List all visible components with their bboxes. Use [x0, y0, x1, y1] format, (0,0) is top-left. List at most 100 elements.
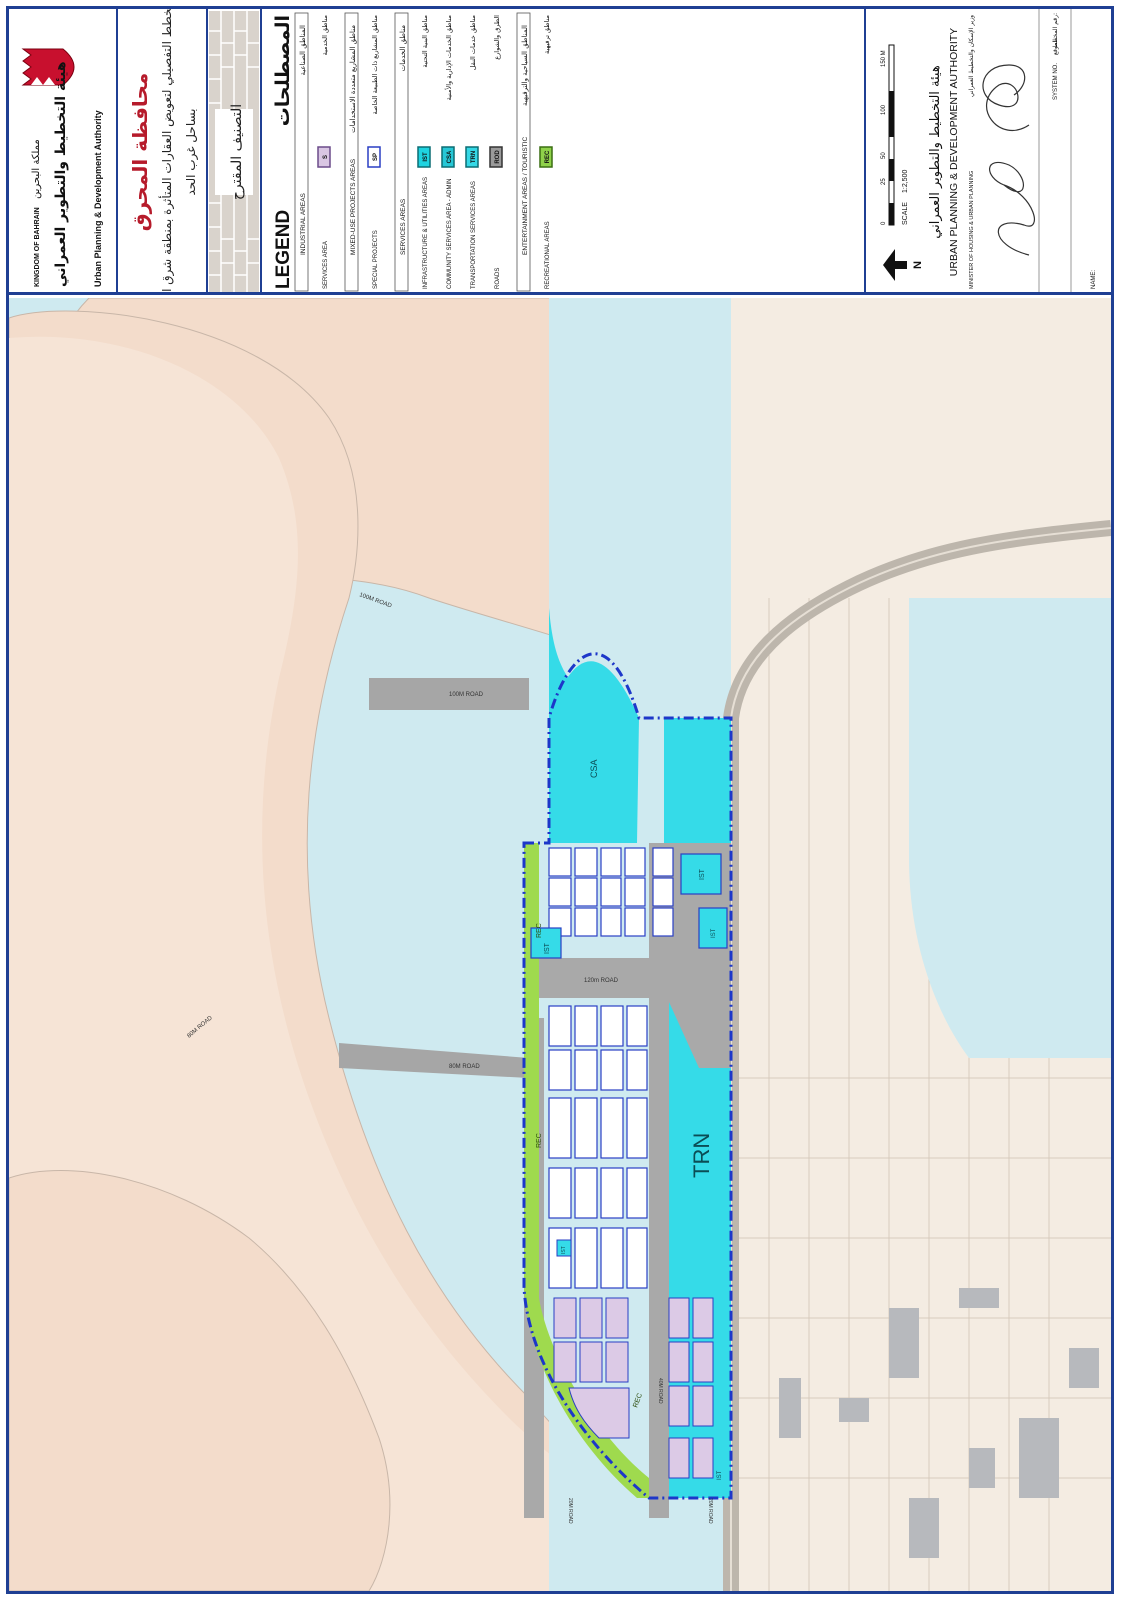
southern-bay-2 [969, 678, 1111, 858]
legend-swatch-code: REC [545, 150, 551, 163]
classification-title: التصنيف المقترح [229, 104, 245, 200]
legend-swatch [441, 146, 455, 168]
legend-section-heading-ar: المناطق الصناعية [299, 25, 307, 75]
ist-block-1 [530, 927, 562, 959]
legend-item-label-ar: مناطق البنية التحتية [421, 15, 429, 68]
legend-section-box [344, 12, 359, 292]
sig-authority-en: URBAN PLANNING & DEVELOPMENT AUTHORITY [948, 28, 960, 276]
zone-label-trn: TRN [689, 1133, 714, 1178]
legend-section-box [294, 12, 309, 292]
legend-item-label-en: SPECIAL PROJECTS [373, 230, 379, 289]
plan-no-label: رقم المخطط: [1052, 13, 1059, 48]
legend-section-box [516, 12, 531, 292]
legend-item-label-en: INFRASTRUCTURE & UTILITIES AREAS [423, 177, 429, 289]
road-label-2: 100M ROAD [449, 692, 484, 698]
legend-swatch-code: IST [423, 152, 429, 162]
legend-item-label-en: COMMUNITY SERVICES AREA - ADMIN [447, 179, 453, 289]
highway-centerline [730, 527, 1111, 1591]
ist-block-2 [680, 853, 722, 895]
scale-tick-2: 50 [881, 152, 887, 159]
minister-en: MINISTER OF HOUSING & URBAN PLANNING [969, 171, 975, 289]
legend-item-label-en: RECREATIONAL AREAS [545, 221, 551, 289]
bridge-100m [369, 678, 529, 710]
legend-section-heading-ar: مناطق المشاريع متعددة الاستخدامات [349, 25, 357, 133]
legend-swatch [367, 146, 381, 168]
scale-bar [888, 44, 895, 226]
bridge-80m [339, 1043, 529, 1078]
legend-swatch-code: TRN [471, 151, 477, 163]
services-blocks [553, 1297, 714, 1479]
minister-ar: وزير الإسكان والتخطيط العمراني [968, 15, 975, 97]
zone-csa-fill [549, 661, 639, 843]
authority-ar: هيئة التخطيط والتطوير العمراني [53, 61, 69, 287]
legend-section-heading-ar: مناطق الخدمات [399, 25, 407, 72]
legend-section-heading-en: INDUSTRIAL AREAS [300, 192, 307, 255]
scale-tick-0: 0 [881, 221, 887, 225]
kingdom-ar: مملكة البحرين [31, 139, 42, 199]
name-label: NAME: [1091, 270, 1097, 289]
north-arrow: N [883, 249, 924, 281]
brick-pattern [209, 11, 259, 292]
authority-en: Urban Planning & Development Authority [93, 110, 103, 287]
zone-label-ist-1: IST [544, 942, 551, 954]
legend-swatch [417, 146, 431, 168]
zone-label-rec-2: REC [536, 1133, 543, 1148]
plan-title-line1: المخطط التفصيلي لتعويض العقارات المتأثرة… [158, 9, 175, 295]
zone-rec [524, 843, 649, 1498]
map-panel[interactable]: 100M ROAD 100M ROAD 120m ROAD 80M ROAD 8… [9, 298, 1111, 1591]
legend-item-label-en: SERVICES AREA [323, 241, 329, 289]
legend-section-heading-en: SERVICES AREAS [400, 198, 407, 255]
legend-section-box [394, 12, 409, 292]
road-label-7: 20M ROAD [707, 1498, 713, 1524]
north-label: N [912, 261, 924, 269]
ist-block-4 [556, 1239, 572, 1257]
zone-label-rec-1: REC [536, 923, 543, 938]
plan-title-line2: بساحل غرب الحد [184, 108, 199, 195]
legend-swatch [465, 146, 479, 168]
zone-label-ist-4: IST [561, 1246, 567, 1254]
sig-authority-ar: هيئة التخطيط والتطوير العمراني [928, 65, 943, 239]
road-label-5: 80M ROAD [449, 1064, 480, 1070]
scale-ratio: 1:2,500 [902, 170, 909, 193]
legend-item-label-en: TRANSPORTATION SERVICES AREAS [471, 181, 477, 289]
legend-swatch [317, 146, 331, 168]
sp-blocks-east [548, 847, 674, 937]
scale-tick-3: 100 [881, 104, 887, 115]
urban-buildings [779, 1288, 1099, 1558]
legend-title-en: LEGEND [273, 210, 294, 289]
system-no-label: SYSTEM NO. [1053, 63, 1059, 100]
scale-label: SCALE [902, 202, 909, 225]
legend-swatch-code: S [323, 155, 329, 159]
signature-scribble [982, 64, 1035, 256]
legend-swatch-code: SP [373, 153, 379, 161]
ist-block-3 [698, 907, 728, 949]
road-label-6: 20M ROAD [567, 1498, 573, 1524]
legend-section-heading-ar: المناطق السياحية والترفيهية [521, 25, 529, 106]
legend-item-label-ar: مناطق الخدمات الإدارية والأمنية [444, 15, 453, 100]
legend-item-label-ar: مناطق ترفيهية [543, 15, 551, 54]
location-label: الموقع: [1052, 37, 1059, 55]
zone-label-ist-2: IST [699, 868, 706, 880]
legend-rows: INDUSTRIAL AREAS المناطق الصناعية SERVICES… [294, 12, 553, 292]
legend-title-ar: المصطلحات [272, 15, 294, 126]
title-block: KINGDOM OF BAHRAIN مملكة البحرين هيئة ال… [9, 9, 1111, 295]
legend-section-heading-en: MIXED-USE PROJECTS AREAS [350, 158, 357, 255]
legend-swatch [489, 146, 503, 168]
scale-tick-1: 25 [881, 178, 887, 185]
zone-label-rec-3: REC [632, 1392, 644, 1408]
title-block-svg: KINGDOM OF BAHRAIN مملكة البحرين هيئة ال… [9, 9, 1111, 295]
legend-item-label-ar: الطرق والشوارع [493, 15, 501, 60]
map-svg[interactable]: 100M ROAD 100M ROAD 120m ROAD 80M ROAD 8… [9, 298, 1111, 1591]
zone-label-ist-3: IST [711, 928, 717, 938]
road-label-8: 40M ROAD [657, 1378, 663, 1404]
legend-swatch [539, 146, 553, 168]
authority-emblem [21, 48, 75, 86]
legend-item-label-ar: مناطق خدمات النقل [469, 15, 477, 70]
sp-blocks-middle [548, 1005, 648, 1289]
kingdom-en: KINGDOM OF BAHRAIN [34, 207, 41, 287]
road-label-3: 120m ROAD [584, 978, 619, 984]
lower-island [9, 1170, 391, 1591]
governorate-title: محافظة المحرق [128, 73, 152, 232]
project-boundary [522, 652, 733, 1500]
